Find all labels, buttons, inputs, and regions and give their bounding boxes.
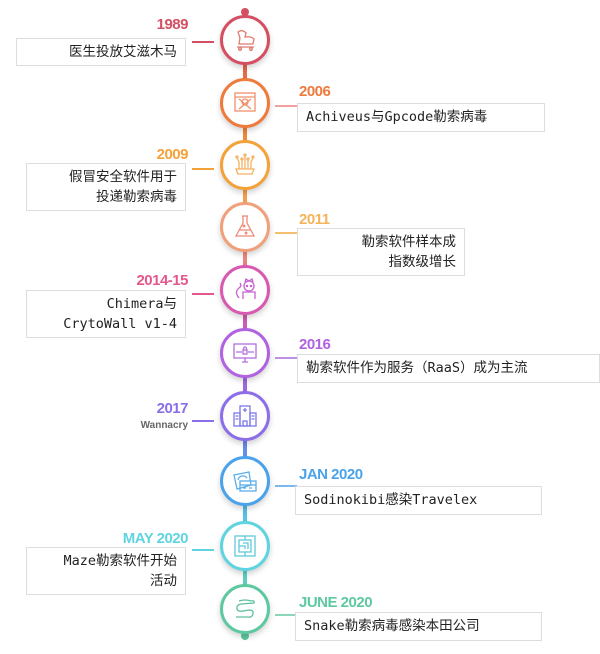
event-year: 1989 bbox=[156, 16, 189, 33]
node-june-2020 bbox=[220, 584, 270, 634]
flask-icon bbox=[234, 215, 256, 237]
event-year: 2006 bbox=[299, 83, 331, 100]
event-subtitle: Wannacry bbox=[140, 420, 188, 431]
event-year: MAY 2020 bbox=[122, 530, 189, 547]
node-2009 bbox=[220, 140, 270, 190]
event-year: 2014-15 bbox=[136, 272, 188, 289]
event-description: Maze勒索软件开始 活动 bbox=[26, 547, 186, 595]
hospital-building-icon bbox=[233, 405, 257, 427]
event-year: 2017 bbox=[156, 400, 189, 417]
event-description: 勒索软件作为服务（RaaS）成为主流 bbox=[297, 354, 600, 383]
event-description: 假冒安全软件用于 投递勒索病毒 bbox=[26, 163, 186, 211]
circuit-chip-icon bbox=[235, 153, 255, 175]
event-year: 2011 bbox=[299, 211, 330, 228]
event-description: Sodinokibi感染Travelex bbox=[295, 486, 542, 515]
locked-monitor-icon bbox=[233, 343, 257, 363]
maze-icon bbox=[234, 535, 256, 557]
chimera-creature-icon bbox=[235, 277, 256, 299]
node-may-2020 bbox=[220, 521, 270, 571]
event-year: 2009 bbox=[156, 146, 189, 163]
travel-cards-icon bbox=[233, 471, 257, 492]
event-year: JAN 2020 bbox=[299, 466, 363, 483]
node-2011 bbox=[220, 202, 270, 252]
event-description: Snake勒索病毒感染本田公司 bbox=[295, 612, 542, 641]
connector-2014-15 bbox=[192, 293, 214, 295]
skull-crossbones-screen-icon bbox=[234, 92, 256, 112]
node-2014-15 bbox=[220, 265, 270, 315]
connector-2009 bbox=[192, 168, 214, 170]
timeline-end-dot bbox=[241, 632, 249, 640]
timeline-stem bbox=[243, 12, 247, 640]
connector-june-2020 bbox=[275, 614, 297, 616]
node-2006 bbox=[220, 78, 270, 128]
connector-2017 bbox=[192, 420, 214, 422]
node-jan-2020 bbox=[220, 456, 270, 506]
connector-2006 bbox=[275, 105, 297, 107]
snake-icon bbox=[236, 599, 255, 618]
event-year: JUNE 2020 bbox=[299, 594, 373, 611]
connector-2011 bbox=[275, 232, 297, 234]
event-description: 医生投放艾滋木马 bbox=[16, 38, 186, 66]
node-2016 bbox=[220, 328, 270, 378]
connector-2016 bbox=[275, 357, 297, 359]
node-1989 bbox=[220, 15, 270, 65]
connector-jan-2020 bbox=[275, 485, 297, 487]
event-description: 勒索软件样本成 指数级增长 bbox=[297, 228, 465, 276]
event-year: 2016 bbox=[299, 336, 331, 353]
event-description: Achiveus与Gpcode勒索病毒 bbox=[297, 103, 545, 132]
timeline-start-dot bbox=[241, 8, 249, 16]
connector-may-2020 bbox=[192, 549, 214, 551]
event-description: Chimera与 CrytoWall v1-4 bbox=[26, 290, 186, 338]
trojan-horse-icon bbox=[237, 30, 255, 51]
connector-1989 bbox=[192, 41, 214, 43]
node-2017 bbox=[220, 391, 270, 441]
